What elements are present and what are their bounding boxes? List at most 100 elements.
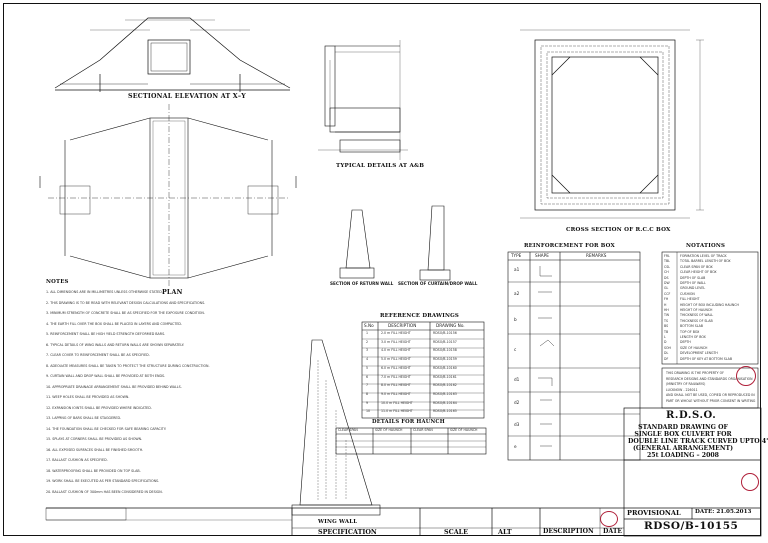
notation-meaning: FORMATION LEVEL OF TRACK	[680, 254, 727, 258]
notation-symbol: FH	[664, 297, 669, 302]
ref-row-number: 6	[366, 374, 369, 379]
specification-label: SPECIFICATION	[318, 528, 377, 536]
reference-table-lines	[361, 321, 485, 419]
note-line: 10. APPROPRIATE DRAINAGE ARRANGEMENT SHA…	[46, 384, 182, 389]
ref-row-description: 2.0 m FILL HEIGHT	[381, 331, 411, 335]
approval-stamp-bottom	[600, 511, 618, 527]
ref-row-drawing-no: RDSO/B-10160	[433, 365, 457, 370]
bottom-strip-lines	[45, 507, 624, 536]
alt-label: ALT	[498, 528, 512, 536]
approval-stamp-side	[741, 473, 759, 491]
drawing-title-line: STANDARD DRAWING OF	[638, 424, 728, 431]
ref-row-drawing-no: RDSO/B-10158	[433, 348, 457, 353]
note-line: 11. WEEP HOLES SHALL BE PROVIDED AS SHOW…	[46, 395, 130, 399]
sheet-border	[3, 3, 761, 536]
drawing-title-line: 25t LOADING – 2008	[647, 452, 719, 459]
reinforcement-type-label: a1	[514, 267, 520, 272]
box-cross-section-drawing	[520, 29, 704, 219]
ref-row-drawing-no: RDSO/B-10163	[433, 391, 457, 396]
note-line: 1. ALL DIMENSIONS ARE IN MILLIMETRES UNL…	[46, 290, 163, 294]
ref-row-drawing-no: RDSO/B-10164	[433, 400, 457, 405]
property-notice-line: THIS DRAWING IS THE PROPERTY OF	[666, 371, 724, 375]
reinf-header-type: TYPE	[511, 253, 522, 258]
notation-meaning: CLEAR HEIGHT OF BOX	[680, 270, 717, 275]
notation-symbol: TW	[664, 313, 670, 318]
note-line: 2. THIS DRAWING IS TO BE READ WITH RELEV…	[46, 300, 206, 305]
note-line: 15. SPLAYS AT CORNERS SHALL BE PROVIDED …	[46, 437, 143, 441]
ref-row-description: 11.0 m FILL HEIGHT	[381, 409, 413, 414]
ref-header-no: DRAWING No.	[436, 323, 465, 328]
notation-meaning: TOTAL BARREL LENGTH OF BOX	[680, 259, 731, 264]
reference-drawings-title: REFERENCE DRAWINGS	[380, 313, 459, 319]
note-line: 3. MINIMUM STRENGTH OF CONCRETE SHALL BE…	[46, 311, 205, 315]
sectional-elevation-title: SECTIONAL ELEVATION AT X–Y	[128, 93, 246, 100]
ref-row-description: 6.0 m FILL HEIGHT	[381, 365, 411, 370]
note-line: 12. EXPANSION JOINTS SHALL BE PROVIDED W…	[46, 405, 152, 410]
notation-symbol: TS	[664, 318, 668, 323]
ref-row-number: 2	[366, 339, 369, 344]
notation-symbol: GL	[664, 286, 669, 291]
reinforcement-title: REINFORCEMENT FOR BOX	[524, 243, 615, 249]
notation-symbol: CCF	[664, 291, 671, 296]
note-line: 7. CLEAR COVER TO REINFORCEMENT SHALL BE…	[46, 353, 150, 357]
notation-meaning: CLEAR SPAN OF BOX	[680, 264, 713, 269]
property-notice-line: PART OR WHOLE WITHOUT PRIOR CONSENT IN W…	[666, 399, 756, 403]
reinforcement-type-label: d3	[514, 422, 520, 427]
haunch-table-lines	[335, 427, 487, 455]
haunch-header-4: SIZE OF HAUNCH	[450, 428, 478, 432]
note-line: 16. ALL EXPOSED SURFACES SHALL BE FINISH…	[46, 447, 144, 452]
reinforcement-type-label: a2	[514, 291, 520, 296]
notation-symbol: CH	[664, 270, 669, 275]
ref-row-number: 1	[366, 331, 369, 335]
note-line: 8. ADEQUATE MEASURES SHALL BE TAKEN TO P…	[46, 363, 210, 368]
ref-row-drawing-no: RDSO/B-10161	[433, 374, 457, 379]
ref-row-description: 4.0 m FILL HEIGHT	[381, 348, 411, 353]
haunch-header-2: SIZE OF HAUNCH	[375, 428, 403, 432]
return-wall-title: SECTION OF RETURN WALL	[330, 281, 394, 286]
notation-meaning: DEPTH OF WALL	[680, 281, 706, 285]
ref-row-number: 10	[366, 409, 371, 414]
typical-details-title: TYPICAL DETAILS AT A&B	[336, 163, 425, 169]
notation-meaning: HEIGHT OF BOX INCLUDING HAUNCH	[680, 302, 739, 307]
notation-symbol: H	[664, 302, 667, 307]
notation-symbol: CSL	[664, 264, 671, 269]
notation-symbol: BS	[664, 324, 669, 329]
status-provisional: PROVISIONAL	[627, 509, 681, 517]
note-line: 9. CURTAIN WALL AND DROP WALL SHALL BE P…	[46, 374, 166, 378]
notations-table-lines	[661, 251, 759, 365]
notation-meaning: DEVELOPMENT LENGTH	[680, 351, 718, 356]
ref-row-drawing-no: RDSO/B-10165	[433, 409, 457, 414]
note-line: 20. BALLAST CUSHION OF 300mm HAS BEEN CO…	[46, 489, 163, 494]
notation-meaning: SIZE OF HAUNCH	[680, 345, 708, 350]
ref-row-drawing-no: RDSO/B-10162	[433, 383, 457, 388]
sectional-elevation-drawing	[54, 17, 291, 92]
ref-row-description: 8.0 m FILL HEIGHT	[381, 383, 411, 388]
drawing-title-line: DOUBLE LINE TRACK CURVED UPTO 4°	[628, 438, 768, 445]
reinforcement-type-label: b	[514, 317, 517, 322]
typical-details-drawing	[318, 40, 408, 160]
notation-meaning: DEPTH	[680, 340, 691, 345]
notation-meaning: CUSHION	[680, 291, 695, 296]
notation-meaning: HEIGHT OF HAUNCH	[680, 308, 713, 312]
note-line: 18. WATERPROOFING SHALL BE PROVIDED ON T…	[46, 468, 141, 473]
ref-row-description: 10.0 m FILL HEIGHT	[381, 400, 413, 405]
curtain-wall-title: SECTION OF CURTAIN/DROP WALL	[398, 281, 478, 286]
description-label: DESCRIPTION	[543, 528, 594, 535]
notations-title: NOTATIONS	[686, 243, 726, 249]
notation-symbol: TBL	[664, 259, 670, 264]
ref-row-drawing-no: RDSO/B-10157	[433, 339, 457, 344]
notation-meaning: FILL HEIGHT	[680, 297, 700, 302]
haunch-header-3: CLEAR SPAN	[413, 428, 433, 432]
notation-symbol: DW	[664, 281, 670, 285]
property-notice-line: (MINISTRY OF RAILWAYS)	[666, 382, 706, 387]
reinforcement-type-label: d2	[514, 400, 520, 405]
notation-meaning: GROUND LEVEL	[680, 286, 706, 291]
note-line: 14. THE FOUNDATION SHALL BE CHECKED FOR …	[46, 426, 167, 431]
notes-heading: NOTES	[46, 279, 69, 285]
ref-row-drawing-no: RDSO/B-10159	[433, 357, 457, 362]
ref-row-number: 5	[366, 365, 369, 370]
note-line: 13. LAPPING OF BARS SHALL BE STAGGERED.	[46, 416, 122, 420]
notation-symbol: DS	[664, 275, 669, 280]
notation-symbol: SOH	[664, 345, 671, 350]
